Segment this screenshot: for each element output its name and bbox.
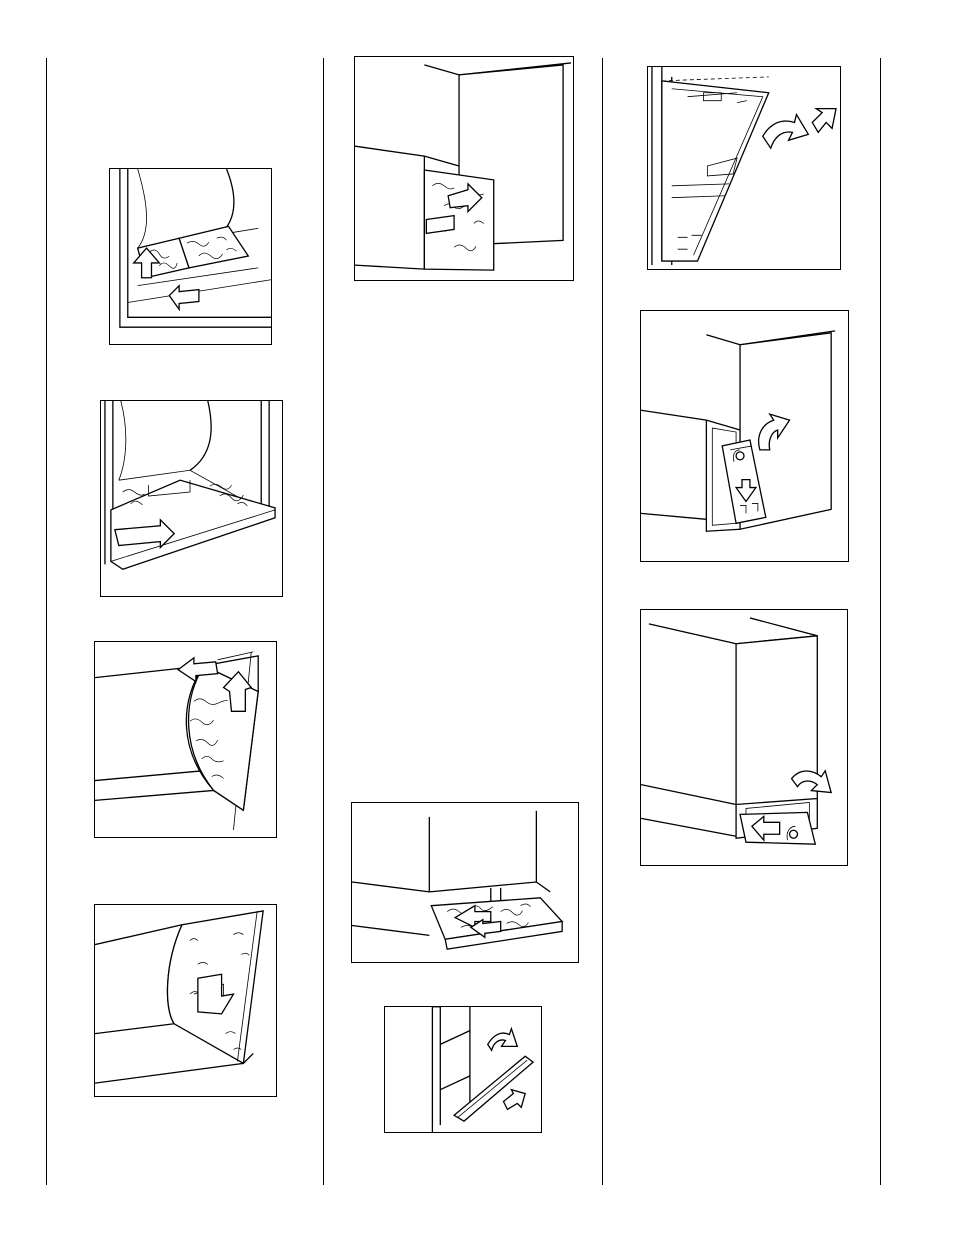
column-rule-center-left [323, 58, 324, 1185]
figure-4-filter-slide-right [94, 904, 277, 1097]
figure-2-filter-slide-out [100, 400, 283, 597]
column-rule-right [880, 58, 881, 1185]
figure-7-bottom-door-swing [384, 1006, 542, 1133]
figure-8-front-panel-tilt [647, 66, 841, 270]
figure-1-filter-lift-out [109, 168, 272, 345]
figure-5-side-filter-pull [354, 56, 574, 281]
figure-6-bottom-filter-pull [351, 802, 579, 963]
figure-3-filter-lift-up [94, 641, 277, 838]
figure-9-side-door-lift [640, 310, 849, 562]
column-rule-left [46, 58, 47, 1185]
column-rule-center-right [602, 58, 603, 1185]
figure-10-bottom-door-slide [640, 609, 848, 866]
